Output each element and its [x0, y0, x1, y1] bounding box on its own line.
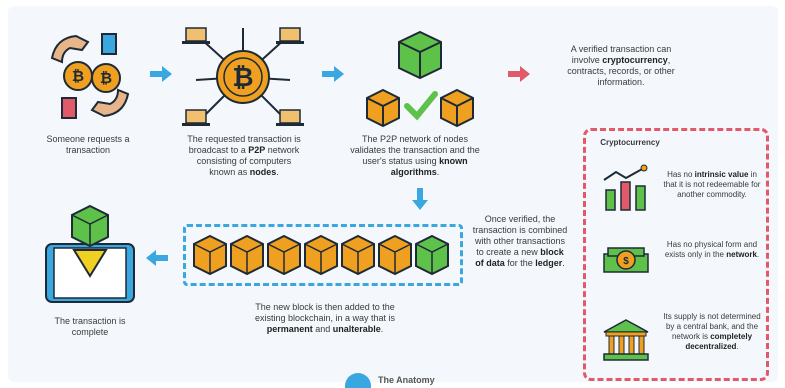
verified-transaction-text: A verified transaction can involve crypt… [567, 44, 675, 87]
crypto-point-1: Has no intrinsic value in that it is not… [663, 170, 761, 199]
arrow-left-icon [146, 250, 168, 266]
p2p-network-icon: ₿ [182, 27, 304, 126]
arrow-right-icon [322, 66, 344, 82]
diagram-canvas [8, 6, 778, 382]
svg-text:$: $ [623, 256, 629, 267]
chart-growth-icon [603, 164, 648, 211]
cryptocurrency-title: Cryptocurrency [600, 138, 660, 147]
svg-text:₿: ₿ [72, 68, 84, 85]
svg-text:₿: ₿ [232, 62, 253, 92]
step-request-text: Someone requests a transaction [46, 134, 130, 155]
step-broadcast-text: The requested transaction is broadcast t… [187, 134, 301, 177]
step-validate-text: The P2P network of nodes validates the t… [350, 134, 480, 177]
phone-complete-icon [45, 204, 135, 303]
money-stack-icon: $ [603, 247, 649, 273]
blockchain-chain-icon [193, 234, 449, 276]
crypto-point-3: Its supply is not determined by a centra… [663, 312, 761, 351]
hands-bitcoin-icon: ₿ ₿ [50, 33, 130, 119]
arrow-down-icon [412, 188, 428, 210]
blockchain-box [183, 224, 463, 286]
svg-text:₿: ₿ [100, 70, 112, 87]
cryptocurrency-panel [583, 128, 769, 381]
bottom-label: The Anatomy [378, 375, 435, 385]
arrow-right-red-icon [508, 66, 530, 82]
crypto-point-2: Has no physical form and exists only in … [664, 240, 760, 259]
block-added-text: The new block is then added to the exist… [254, 302, 396, 334]
arrow-right-icon [150, 66, 172, 82]
bottom-badge-icon [345, 373, 371, 388]
combined-block-text: Once verified, the transaction is combin… [472, 214, 568, 268]
bank-icon [603, 319, 649, 361]
step-complete-text: The transaction is complete [54, 316, 126, 337]
validation-cubes-icon [366, 30, 474, 128]
